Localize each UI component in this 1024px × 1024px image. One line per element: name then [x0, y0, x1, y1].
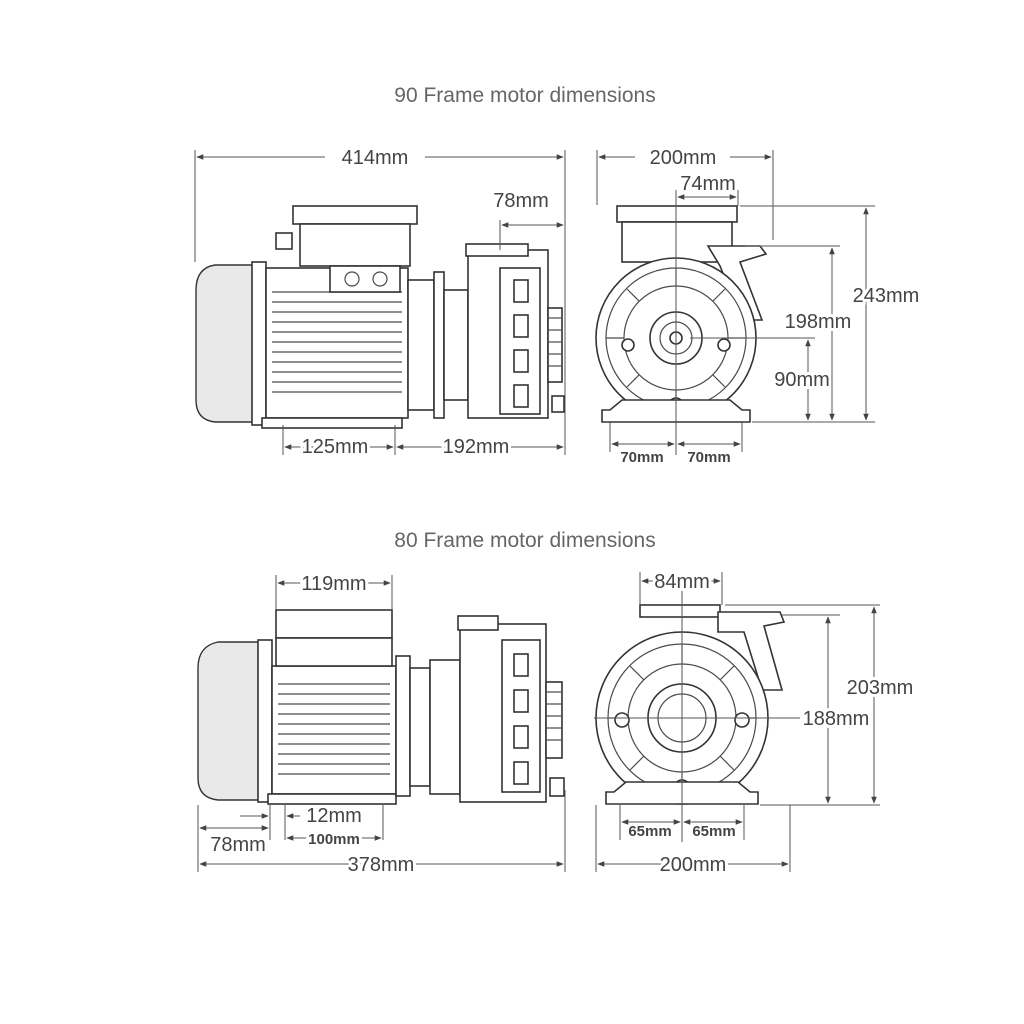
frame90-overall-length-label: 414mm	[342, 147, 409, 169]
frame90-outlet-height-label: 198mm	[785, 311, 852, 333]
frame80-foot-inset-label: 12mm	[306, 805, 362, 827]
frame90-front-dimensions	[596, 150, 875, 455]
frame80-outlet-offset-label: 84mm	[654, 571, 710, 593]
frame80-title: 80 Frame motor dimensions	[394, 529, 655, 552]
frame80-foot-spacing-label: 100mm	[308, 831, 360, 848]
frame80-box-width-label: 119mm	[301, 573, 366, 595]
frame90-foot-spacing-label: 125mm	[302, 436, 369, 458]
frame80-front-view	[595, 604, 786, 805]
frame90-side-dimensions	[194, 150, 566, 455]
frame90-outlet-offset-label: 74mm	[680, 173, 736, 195]
frame90-overall-height-label: 243mm	[853, 285, 920, 307]
frame90-foot-right-label: 70mm	[687, 449, 730, 466]
frame80-overall-length-label: 378mm	[348, 854, 415, 876]
frame80-side-view	[197, 609, 565, 805]
frame90-overall-width-label: 200mm	[650, 147, 717, 169]
frame90-foot-to-pump-label: 192mm	[443, 436, 510, 458]
frame90-front-view	[595, 205, 768, 423]
frame90-shaft-height-label: 90mm	[774, 369, 830, 391]
frame90-foot-left-label: 70mm	[620, 449, 663, 466]
frame90-pump-offset-label: 78mm	[493, 190, 549, 212]
frame80-outlet-height-label: 188mm	[803, 708, 870, 730]
frame90-side-view	[195, 205, 565, 429]
frame80-overall-height-label: 203mm	[847, 677, 914, 699]
frame80-foot-left-label: 65mm	[628, 823, 671, 840]
frame80-side-dimensions	[197, 575, 566, 872]
frame80-rear-offset-label: 78mm	[210, 834, 266, 856]
frame80-foot-right-label: 65mm	[692, 823, 735, 840]
frame80-overall-width-label: 200mm	[660, 854, 727, 876]
frame80-front-dimensions	[594, 572, 880, 872]
frame90-title: 90 Frame motor dimensions	[394, 84, 655, 107]
